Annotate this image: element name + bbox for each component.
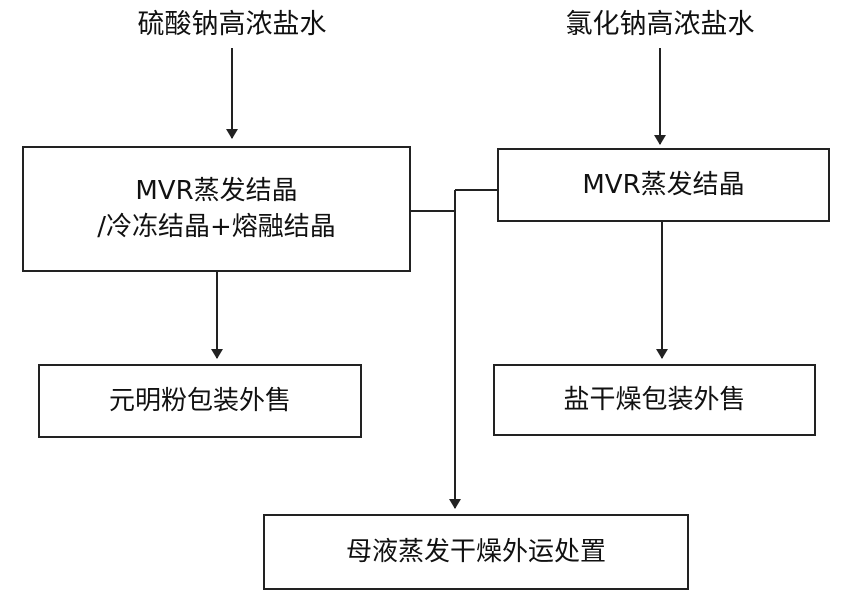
- input-label-sodium-chloride-brine: 氯化钠高浓盐水: [565, 9, 755, 40]
- disposal-box-label: 母液蒸发干燥外运处置: [345, 537, 606, 567]
- disposal-box-mother-liquor: 母液蒸发干燥外运处置: [263, 514, 689, 590]
- process-box-mvr-freeze-melt-crystallization: MVR蒸发结晶 /冷冻结晶+熔融结晶: [22, 146, 411, 272]
- process-box-line-2: /冷冻结晶+熔融结晶: [97, 212, 336, 242]
- product-box-salt-drying-sale: 盐干燥包装外售: [493, 364, 816, 436]
- input-label-sodium-sulfate-brine: 硫酸钠高浓盐水: [137, 9, 327, 40]
- process-box-mvr-crystallization: MVR蒸发结晶: [497, 148, 830, 222]
- product-box-label: 盐干燥包装外售: [563, 385, 746, 415]
- product-box-glauber-salt-sale: 元明粉包装外售: [38, 364, 362, 438]
- process-box-line-1: MVR蒸发结晶: [582, 170, 745, 200]
- product-box-label: 元明粉包装外售: [108, 386, 291, 416]
- process-box-line-1: MVR蒸发结晶: [135, 176, 298, 206]
